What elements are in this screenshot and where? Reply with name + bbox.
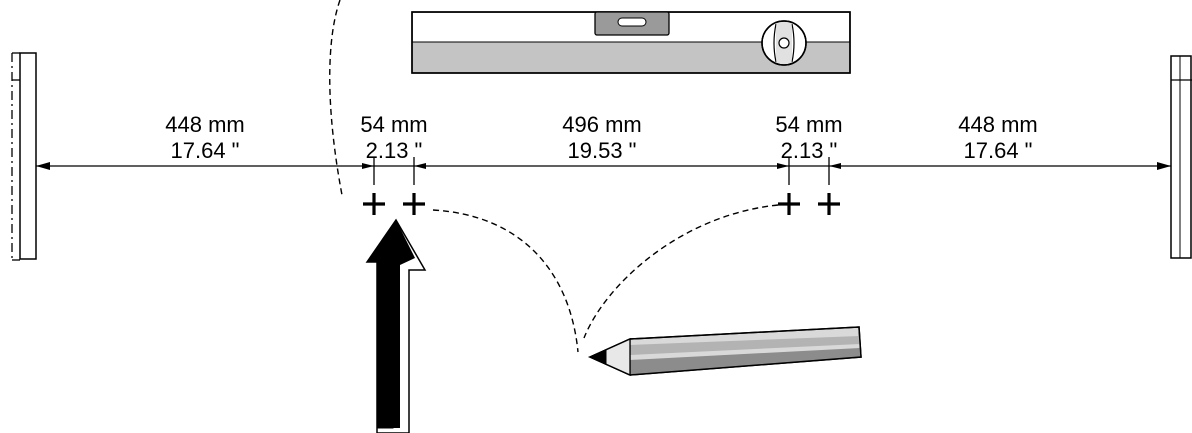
left-wall-bracket bbox=[11, 52, 37, 261]
crosshair-mark bbox=[818, 193, 840, 215]
dim-1-mm: 448 mm bbox=[165, 112, 244, 137]
dim-3-inch: 19.53 " bbox=[568, 138, 637, 163]
dim-5-inch: 17.64 " bbox=[964, 138, 1033, 163]
right-wall-bracket bbox=[1170, 55, 1192, 259]
guide-arcs bbox=[329, 0, 779, 353]
spirit-level bbox=[411, 11, 851, 74]
dim-1-inch: 17.64 " bbox=[171, 138, 240, 163]
dim-4-inch: 2.13 " bbox=[781, 138, 838, 163]
dim-4-mm: 54 mm bbox=[775, 112, 842, 137]
level-vial-horizontal bbox=[594, 11, 670, 36]
dimension-labels: 448 mm 17.64 " 54 mm 2.13 " 496 mm 19.53… bbox=[165, 112, 1037, 163]
up-arrow-icon bbox=[365, 218, 427, 433]
drill-marks bbox=[363, 193, 840, 215]
level-vial-round bbox=[761, 20, 807, 66]
crosshair-mark bbox=[363, 193, 385, 215]
dim-3-mm: 496 mm bbox=[562, 112, 641, 137]
dimension-line bbox=[36, 157, 1171, 185]
dim-2-inch: 2.13 " bbox=[366, 138, 423, 163]
dim-2-mm: 54 mm bbox=[360, 112, 427, 137]
crosshair-mark bbox=[778, 193, 800, 215]
dim-5-mm: 448 mm bbox=[958, 112, 1037, 137]
pencil-icon bbox=[588, 326, 862, 377]
crosshair-mark bbox=[403, 193, 425, 215]
